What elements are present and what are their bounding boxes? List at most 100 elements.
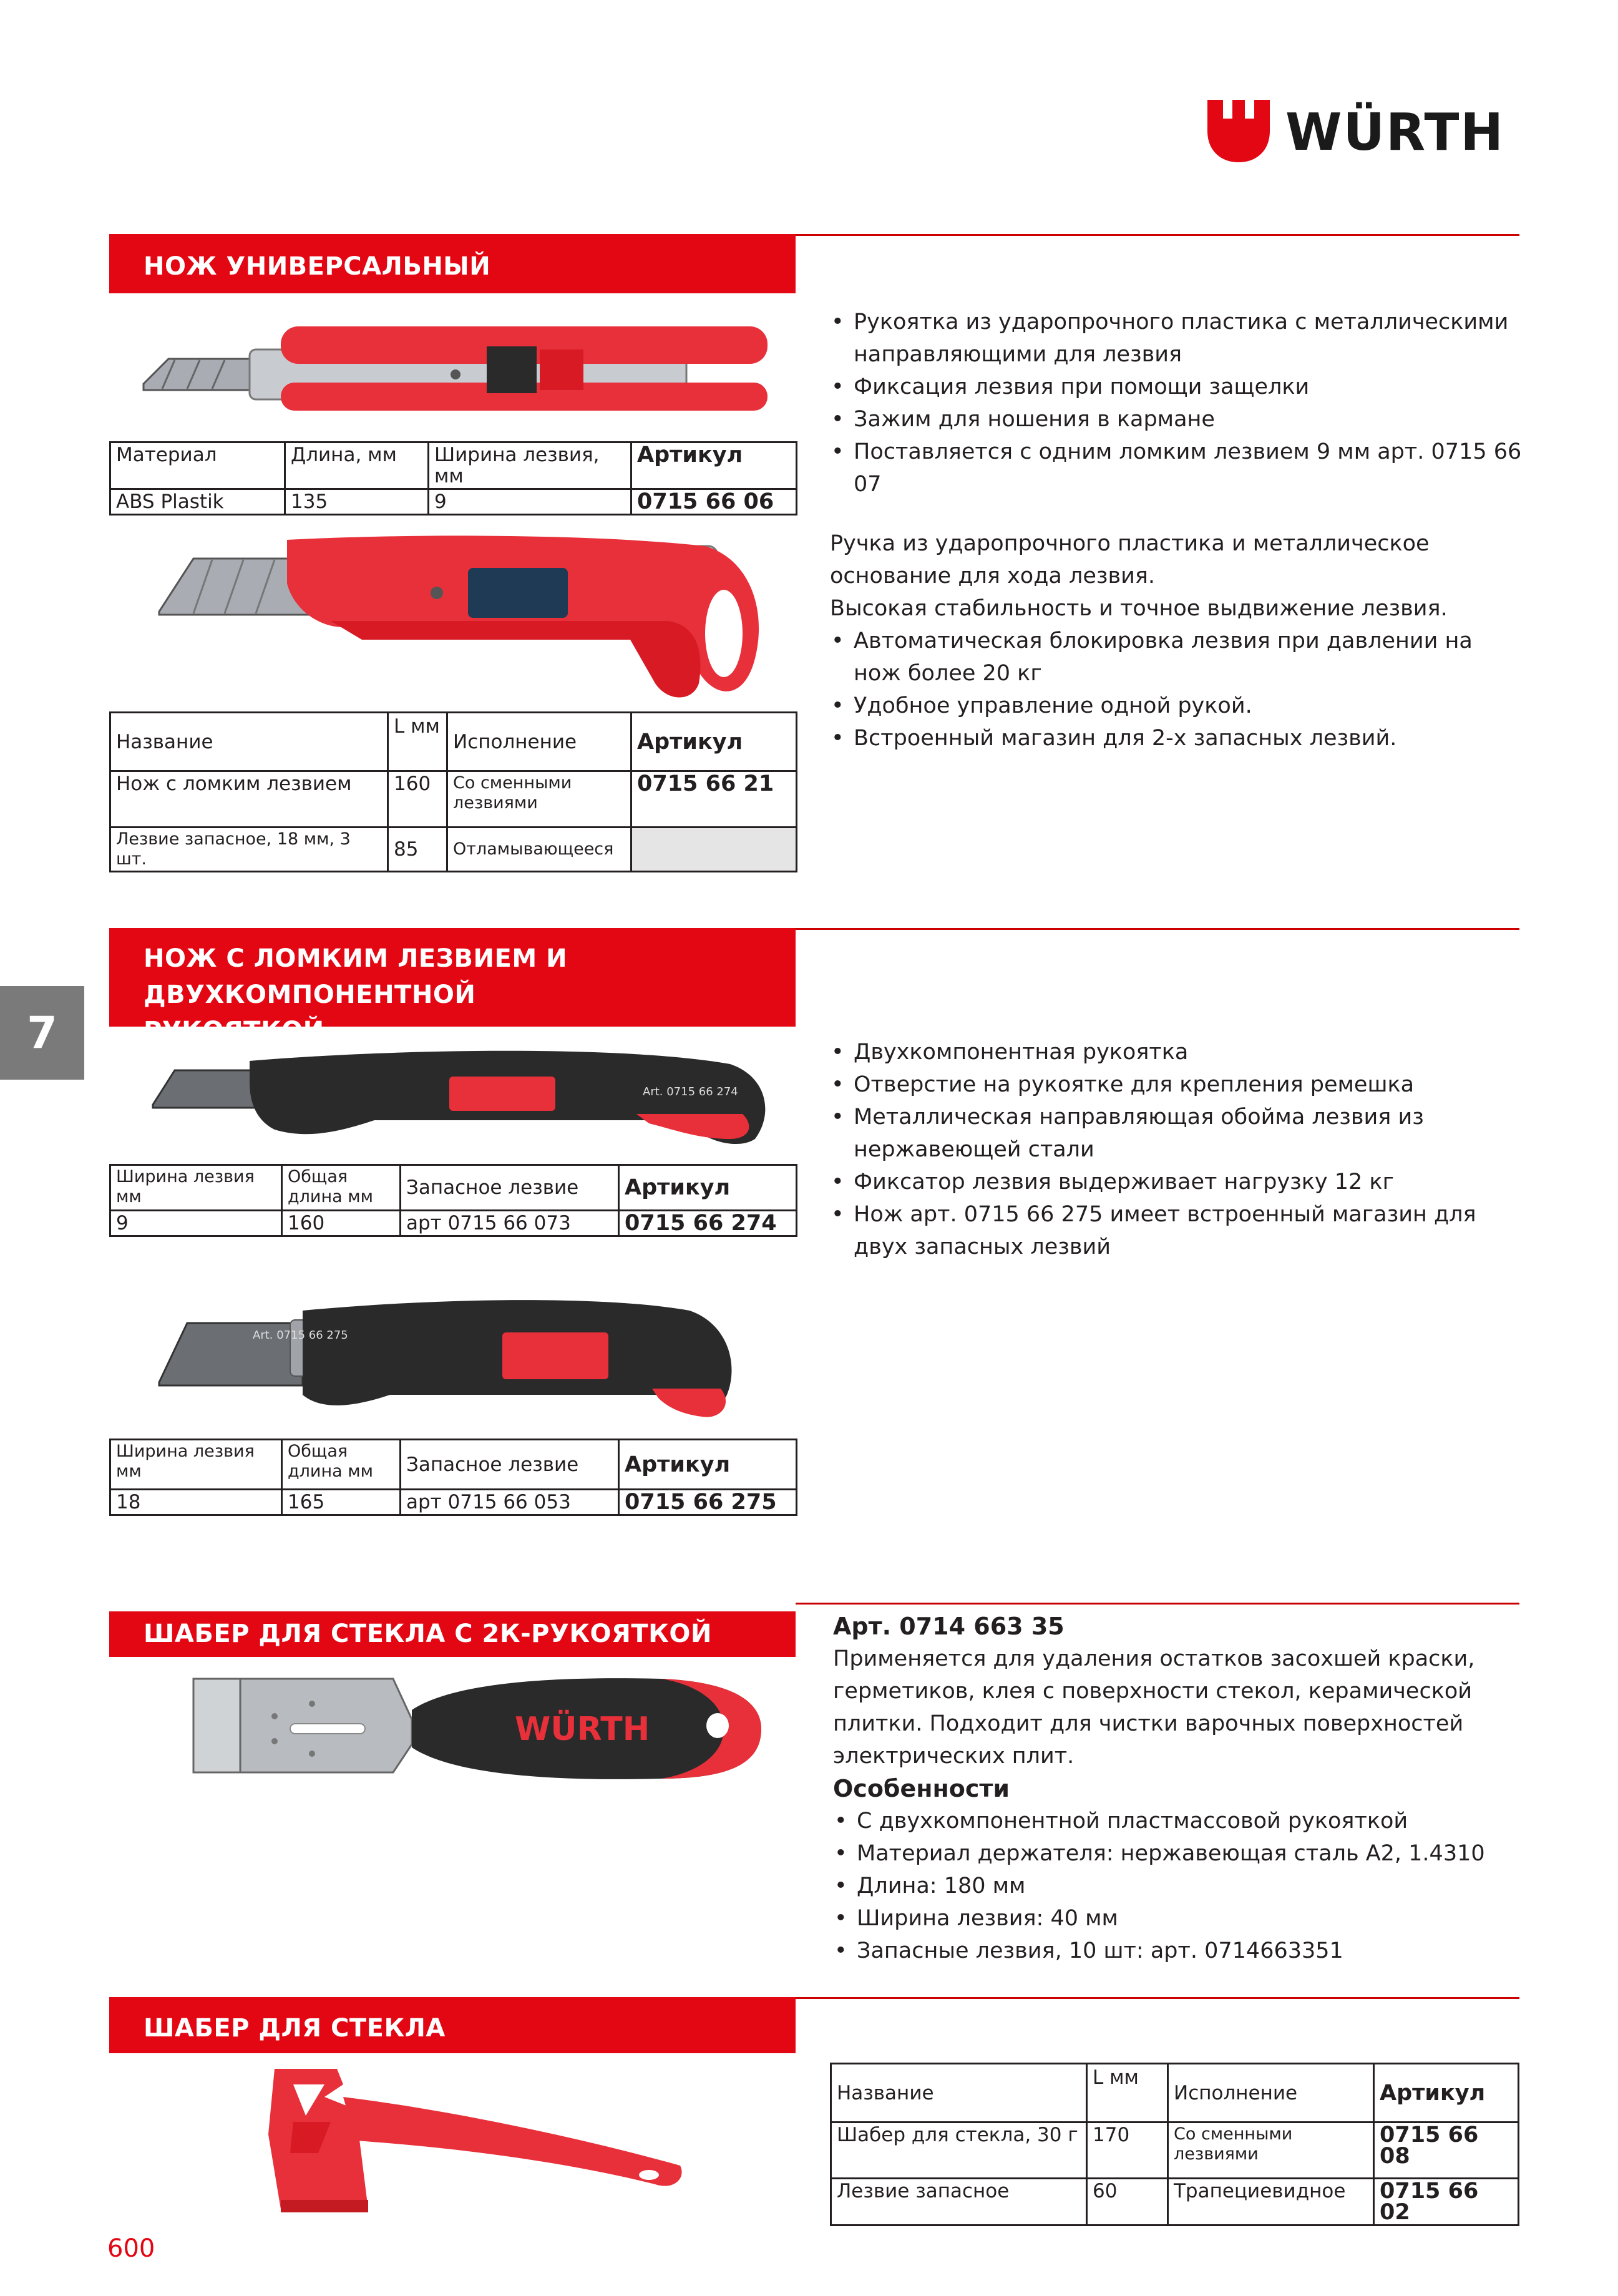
table-cell: Со сменными лезвиями — [446, 770, 632, 828]
list-item: Автоматическая блокировка лезвия при дав… — [830, 625, 1523, 690]
section3-title: ШАБЕР ДЛЯ СТЕКЛА С 2К-РУКОЯТКОЙ — [109, 1611, 796, 1657]
table-cell: арт 0715 66 073 — [399, 1209, 620, 1237]
table-cell: 18 — [109, 1488, 283, 1516]
table-header: Ширина лезвия, мм — [427, 441, 632, 490]
table-cell: Лезвие запасное — [830, 2177, 1088, 2226]
list-item: Запасные лезвия, 10 шт: арт. 0714663351 — [833, 1935, 1526, 1967]
features-title: Особенности — [833, 1775, 1010, 1802]
table-header: Запасное лезвие — [399, 1439, 620, 1490]
list-item: Отверстие на рукоятке для крепления реме… — [830, 1068, 1523, 1101]
table-cell: ABS Plastik — [109, 488, 286, 515]
table-header: Артикул — [1373, 2063, 1519, 2123]
list-item: Нож арт. 0715 66 275 имеет встроенный ма… — [830, 1198, 1523, 1263]
wurth-logo: WÜRTH — [1204, 97, 1516, 165]
list-item: Рукоятка из ударопрочного пластика с мет… — [830, 306, 1523, 371]
list-item: Материал держателя: нержавеющая сталь A2… — [833, 1837, 1526, 1870]
table-cell: Шабер для стекла, 30 г — [830, 2121, 1088, 2179]
table-header: Артикул — [618, 1164, 797, 1211]
section1-bullets: Рукоятка из ударопрочного пластика с мет… — [830, 306, 1523, 501]
description-line: Ручка из ударопрочного пластика и металл… — [830, 531, 1430, 589]
knife-art-label: Art. 0715 66 274 — [643, 1085, 738, 1098]
two-component-knife-9mm-image: Art. 0715 66 274 — [152, 1050, 766, 1145]
section1-description: Ручка из ударопрочного пластика и металл… — [830, 527, 1523, 755]
table-cell: 9 — [427, 488, 632, 515]
section3-text: Арт. 0714 663 35 Применяется для удалени… — [833, 1610, 1526, 1967]
list-item: Металлическая направляющая обойма лезвия… — [830, 1101, 1523, 1166]
table-header: Общая длина мм — [281, 1164, 401, 1211]
table-header: Запасное лезвие — [399, 1164, 620, 1211]
list-item: Зажим для ношения в кармане — [830, 403, 1523, 436]
table-header: Длина, мм — [284, 441, 429, 490]
two-component-knife-18mm-image: Art. 0715 66 275 — [158, 1300, 732, 1417]
section2-title-line2: РУКОЯТКОЙ — [144, 1017, 324, 1045]
table-header: Название — [109, 711, 389, 772]
table-cell: Трапециевидное — [1167, 2177, 1375, 2226]
section4-title: ШАБЕР ДЛЯ СТЕКЛА — [109, 1997, 796, 2053]
table-cell: 9 — [109, 1209, 283, 1237]
snap-off-knife-table: Название L мм Исполнение Артикул Нож с л… — [109, 711, 797, 872]
table-header: Исполнение — [1167, 2063, 1375, 2123]
list-item: Длина: 180 мм — [833, 1870, 1526, 1902]
table-cell-article — [630, 826, 797, 872]
glass-scraper-2k-image: WÜRTH — [192, 1678, 761, 1779]
chapter-tab: 7 — [0, 986, 84, 1080]
list-item: С двухкомпонентной пластмассовой рукоятк… — [833, 1805, 1526, 1837]
table-cell-article: 0715 66 21 — [630, 770, 797, 828]
snap-off-knife-image — [158, 535, 759, 698]
table-cell-article: 0715 66 02 — [1373, 2177, 1519, 2226]
table-cell: Нож с ломким лезвием — [109, 770, 389, 828]
description: Применяется для удаления остатков засохш… — [833, 1646, 1475, 1769]
table-cell-article: 0715 66 275 — [618, 1488, 797, 1516]
list-item: Ширина лезвия: 40 мм — [833, 1902, 1526, 1935]
page-number: 600 — [107, 2234, 155, 2263]
utility-knife-table: Материал Длина, мм Ширина лезвия, мм Арт… — [109, 441, 797, 515]
list-item: Поставляется с одним ломким лезвием 9 мм… — [830, 436, 1523, 501]
table-cell: 170 — [1086, 2121, 1169, 2179]
wurth-logo-text: WÜRTH — [1285, 103, 1505, 162]
glass-scraper-table: Название L мм Исполнение Артикул Шабер д… — [830, 2063, 1519, 2226]
list-item: Фиксация лезвия при помощи защелки — [830, 371, 1523, 403]
section1-title: НОЖ УНИВЕРСАЛЬНЫЙ — [109, 234, 796, 293]
table-cell: 85 — [387, 826, 448, 872]
two-component-knife-18mm-table: Ширина лезвия мм Общая длина мм Запасное… — [109, 1439, 797, 1516]
table-cell: 160 — [387, 770, 448, 828]
section3-rule — [796, 1603, 1519, 1605]
table-cell: 135 — [284, 488, 429, 515]
section4-rule — [796, 1997, 1519, 1999]
table-cell-article: 0715 66 08 — [1373, 2121, 1519, 2179]
section2-title: НОЖ С ЛОМКИМ ЛЕЗВИЕМ И ДВУХКОМПОНЕНТНОЙ … — [109, 928, 796, 1045]
table-cell-article: 0715 66 06 — [630, 488, 797, 515]
table-header: Исполнение — [446, 711, 632, 772]
table-cell: Со сменными лезвиями — [1167, 2121, 1375, 2179]
list-item: Двухкомпонентная рукоятка — [830, 1036, 1523, 1068]
section1-rule — [796, 234, 1519, 236]
wurth-logo-mark-icon — [1207, 100, 1270, 162]
table-header: Ширина лезвия мм — [109, 1164, 283, 1211]
section2-rule — [796, 928, 1519, 930]
table-header: Материал — [109, 441, 286, 490]
table-cell: Лезвие запасное, 18 мм, 3 шт. — [109, 826, 389, 872]
table-header: Ширина лезвия мм — [109, 1439, 283, 1490]
table-header: L мм — [1086, 2063, 1169, 2123]
table-cell-article: 0715 66 274 — [618, 1209, 797, 1237]
list-item: Встроенный магазин для 2-х запасных лезв… — [830, 722, 1523, 755]
table-cell: 160 — [281, 1209, 401, 1237]
table-cell: 165 — [281, 1488, 401, 1516]
table-cell: 60 — [1086, 2177, 1169, 2226]
list-item: Фиксатор лезвия выдерживает нагрузку 12 … — [830, 1166, 1523, 1198]
article-number: Арт. 0714 663 35 — [833, 1613, 1065, 1640]
table-header: Название — [830, 2063, 1088, 2123]
table-header: Артикул — [618, 1439, 797, 1490]
list-item: Удобное управление одной рукой. — [830, 690, 1523, 722]
table-header: Артикул — [630, 441, 797, 490]
table-header: Общая длина мм — [281, 1439, 401, 1490]
table-cell: арт 0715 66 053 — [399, 1488, 620, 1516]
knife-art-label: Art. 0715 66 275 — [253, 1329, 348, 1342]
two-component-knife-9mm-table: Ширина лезвия мм Общая длина мм Запасное… — [109, 1164, 797, 1237]
table-header: L мм — [387, 711, 448, 772]
section2-bullets: Двухкомпонентная рукоятка Отверстие на р… — [830, 1036, 1523, 1263]
table-header: Артикул — [630, 711, 797, 772]
handle-brand-text: WÜRTH — [515, 1709, 650, 1748]
table-cell: Отламывающееся — [446, 826, 632, 872]
description-line: Высокая стабильность и точное выдвижение… — [830, 596, 1448, 621]
